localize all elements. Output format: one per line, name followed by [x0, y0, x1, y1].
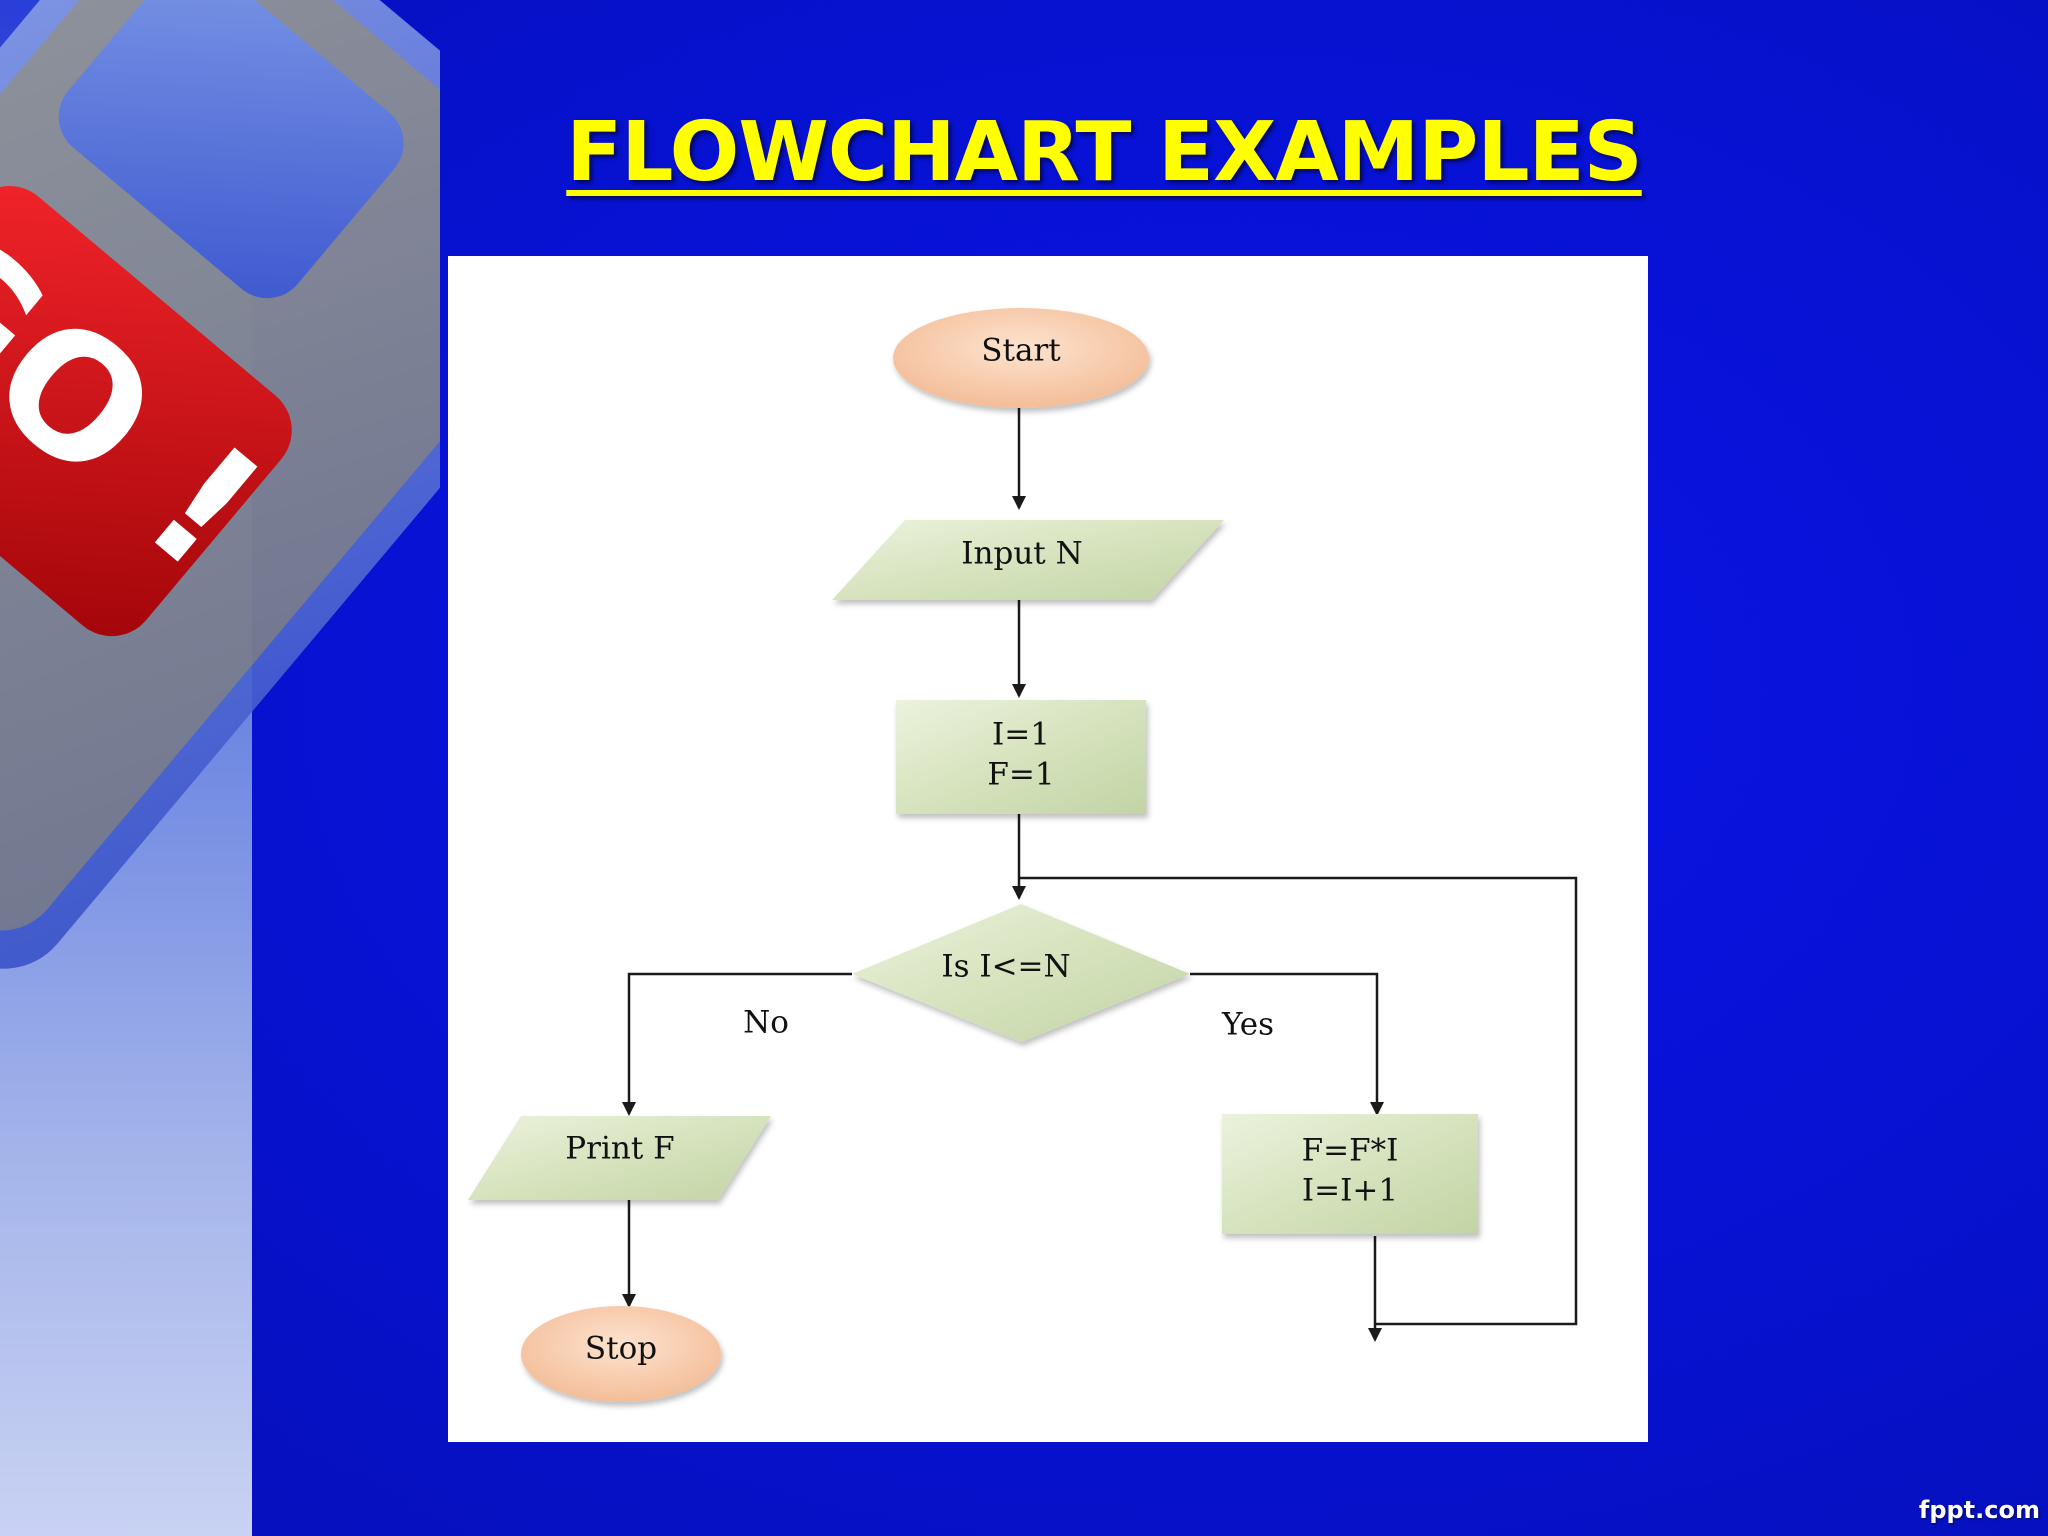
flowchart: Start Input N I=1 F=1 Is I<=N No Yes Pri… [468, 308, 1578, 1402]
watermark: fppt.com [1918, 1496, 2040, 1524]
decision-label: Is I<=N [941, 949, 1070, 985]
decision-node [852, 904, 1190, 1042]
go-button-art: GO ! [0, 0, 440, 969]
print-node [468, 1116, 771, 1200]
no-label: No [743, 1005, 789, 1041]
stop-node [521, 1306, 721, 1402]
print-label: Print F [565, 1131, 674, 1167]
stop-label: Stop [585, 1331, 657, 1367]
edge-decision-yes [1190, 972, 1384, 1116]
go-key [0, 185, 292, 637]
input-node [832, 520, 1224, 600]
edge-loop-back [1019, 876, 1578, 1326]
keyboard-key-top [58, 0, 404, 299]
update-node [1222, 1114, 1478, 1234]
input-label: Input N [961, 536, 1082, 572]
update-label-line2: I=I+1 [1302, 1173, 1398, 1209]
diagram-panel: Start Input N I=1 F=1 Is I<=N No Yes Pri… [448, 256, 1648, 1442]
edge-decision-no [622, 972, 852, 1116]
init-node [896, 700, 1146, 814]
slide-title: FLOWCHART EXAMPLES [566, 105, 1642, 200]
start-label: Start [981, 333, 1061, 369]
init-label-line2: F=1 [987, 757, 1054, 793]
yes-label: Yes [1221, 1007, 1274, 1043]
start-node [893, 308, 1149, 408]
init-label-line1: I=1 [992, 717, 1050, 753]
update-label-line1: F=F*I [1302, 1133, 1399, 1169]
